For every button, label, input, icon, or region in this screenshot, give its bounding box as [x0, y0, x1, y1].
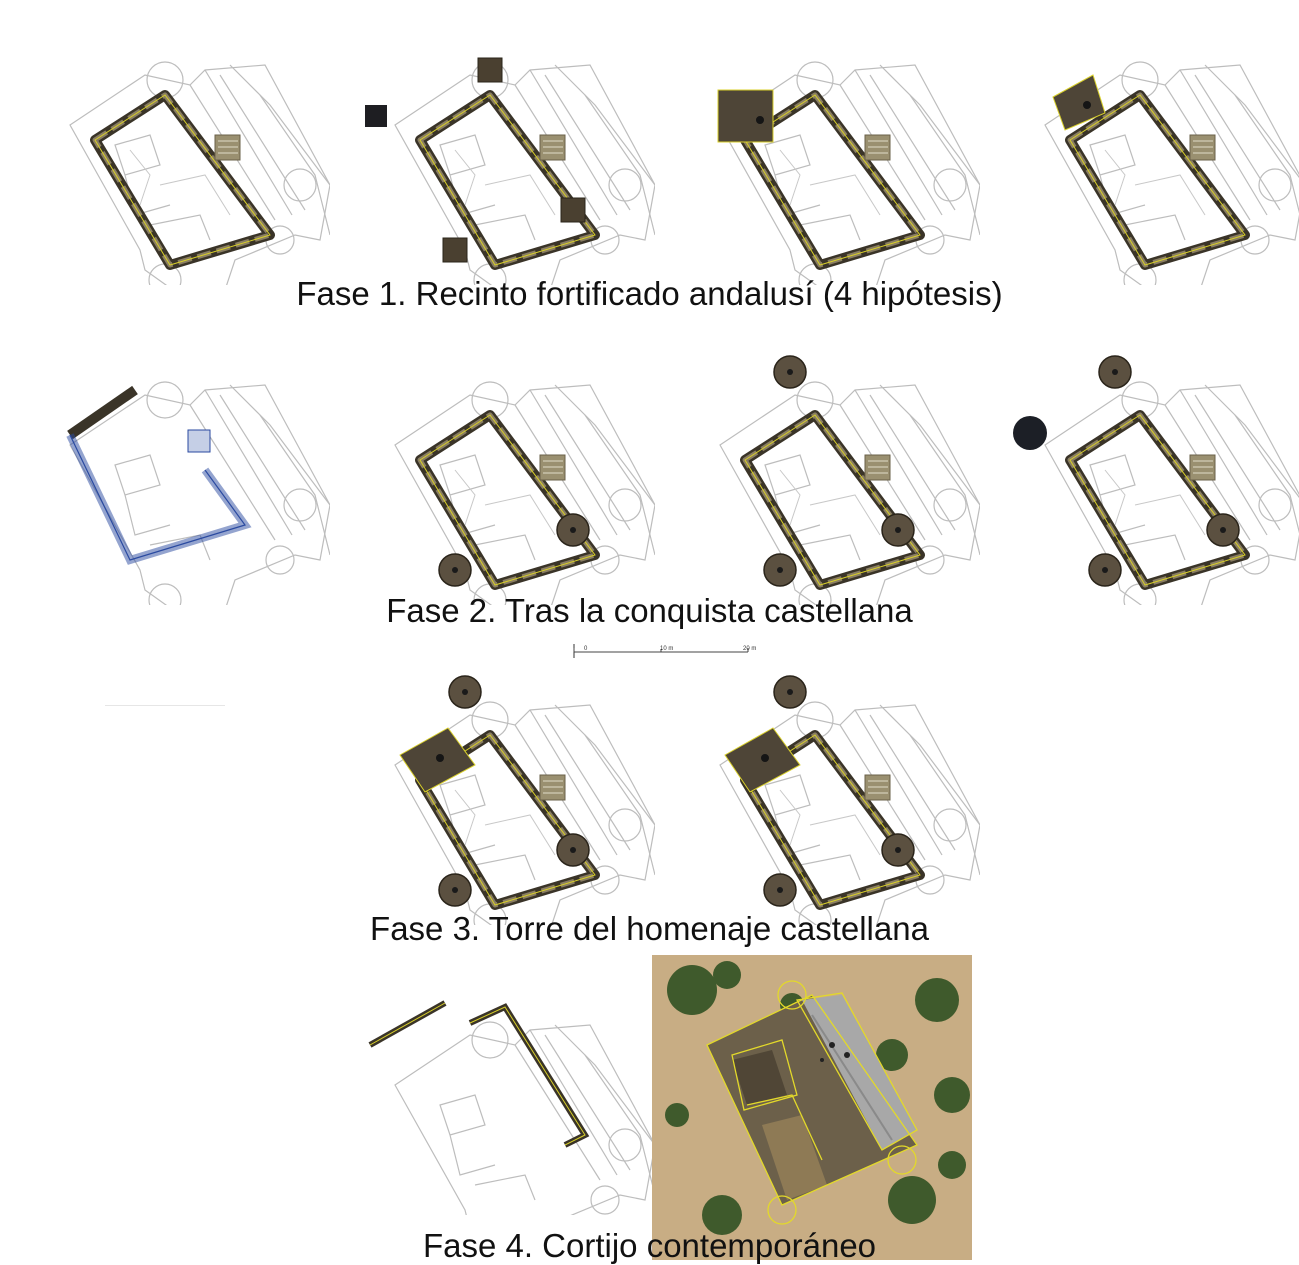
plan-phase2-reference: [66, 381, 330, 605]
plan-phase4: [368, 1000, 655, 1215]
caption-phase3: Fase 3. Torre del homenaje castellana: [370, 910, 929, 947]
faint-line: [105, 705, 225, 706]
caption-phase2: Fase 2. Tras la conquista castellana: [386, 592, 913, 629]
plan-phase1-hypothesis-4: [1044, 61, 1299, 285]
aerial-photo-drawing: [652, 955, 972, 1260]
plan-phase2-hypothesis-d: [1013, 355, 1299, 605]
plan-phase2-hypothesis-c: [719, 355, 980, 605]
plan-phase2-hypothesis-b: [394, 381, 655, 605]
plan-phase1-hypothesis-1: [69, 61, 330, 285]
scale-label-10: 10 m: [660, 646, 673, 652]
scale-bar: 0 10 m 20 m: [573, 644, 756, 658]
aerial-photo: [652, 955, 972, 1260]
scale-label-0: 0: [584, 646, 588, 652]
caption-phase1: Fase 1. Recinto fortificado andalusí (4 …: [296, 275, 1003, 312]
scale-label-20: 20 m: [743, 646, 756, 652]
plan-phase3-hypothesis-b: [719, 675, 980, 925]
plan-phase3-hypothesis-a: [394, 675, 655, 925]
plan-phase1-hypothesis-2: [365, 57, 655, 285]
caption-phase4: Fase 4. Cortijo contemporáneo: [422, 1227, 877, 1264]
plan-phase1-hypothesis-3: [717, 61, 980, 285]
